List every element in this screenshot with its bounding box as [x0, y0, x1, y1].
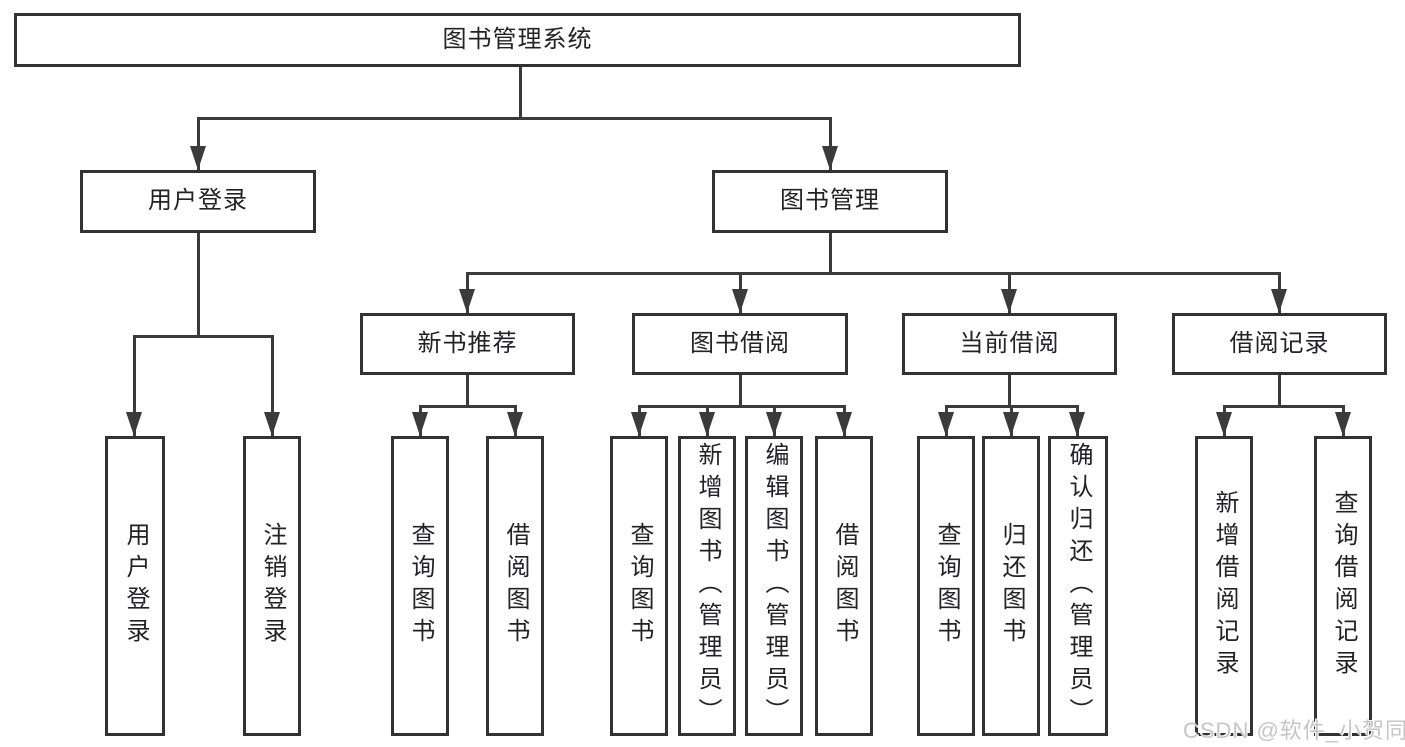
connector-line — [518, 67, 522, 118]
arrowhead-down-icon — [1335, 412, 1351, 436]
connector-line — [738, 375, 742, 406]
connector-line — [196, 116, 832, 120]
node-label-leaf-borrow-books-rec: 借阅图书 — [502, 522, 529, 650]
connector-line — [1222, 404, 1345, 408]
arrowhead-down-icon — [822, 146, 838, 170]
node-label-leaf-query-books-rec: 查询图书 — [407, 522, 434, 650]
node-label-user-login: 用户登录 — [148, 187, 248, 215]
arrowhead-down-icon — [766, 412, 782, 436]
arrowhead-down-icon — [732, 289, 748, 313]
node-current-borrowing: 当前借阅 — [902, 313, 1117, 375]
node-label-leaf-borrow-books-bor: 借阅图书 — [831, 522, 858, 650]
node-label-leaf-user-login: 用户登录 — [122, 522, 149, 650]
node-leaf-query-books-rec: 查询图书 — [391, 436, 449, 736]
connector-line — [828, 118, 832, 170]
node-borrow-records: 借阅记录 — [1172, 313, 1387, 375]
connector-line — [418, 404, 517, 408]
arrowhead-down-icon — [938, 412, 954, 436]
node-book-borrowing: 图书借阅 — [632, 313, 848, 375]
node-leaf-borrow-books-bor: 借阅图书 — [815, 436, 873, 736]
connector-line — [1007, 375, 1011, 406]
arrowhead-down-icon — [1069, 412, 1085, 436]
connector-line — [828, 233, 832, 273]
node-label-book-borrowing: 图书借阅 — [690, 329, 790, 357]
node-label-leaf-edit-books-admin: 编辑图书（管理员） — [761, 442, 788, 730]
node-root: 图书管理系统 — [14, 13, 1021, 67]
node-label-book-management: 图书管理 — [780, 187, 880, 215]
node-label-current-borrowing: 当前借阅 — [959, 329, 1060, 357]
node-leaf-borrow-books-rec: 借阅图书 — [486, 436, 544, 736]
connector-line — [196, 118, 200, 170]
node-label-leaf-return-books: 归还图书 — [998, 522, 1025, 650]
node-label-new-book-recommend: 新书推荐 — [417, 329, 518, 357]
node-leaf-query-books-cur: 查询图书 — [917, 436, 975, 736]
connector-line — [132, 334, 274, 338]
arrowhead-down-icon — [459, 289, 475, 313]
arrowhead-down-icon — [264, 412, 280, 436]
arrowhead-down-icon — [631, 412, 647, 436]
node-leaf-query-borrow-rec: 查询借阅记录 — [1314, 436, 1372, 736]
arrowhead-down-icon — [1003, 412, 1019, 436]
connector-line — [465, 375, 469, 406]
node-label-leaf-query-books-bor: 查询图书 — [626, 522, 653, 650]
connector-line — [465, 271, 1281, 275]
arrowhead-down-icon — [126, 412, 142, 436]
node-label-leaf-logout: 注销登录 — [259, 522, 286, 650]
connector-line — [196, 233, 200, 336]
node-leaf-return-books: 归还图书 — [982, 436, 1040, 736]
node-book-management: 图书管理 — [712, 170, 948, 233]
node-label-leaf-add-books-admin: 新增图书（管理员） — [694, 442, 721, 730]
node-leaf-user-login: 用户登录 — [105, 436, 165, 736]
connector-line — [637, 404, 846, 408]
node-label-root: 图书管理系统 — [442, 25, 593, 53]
node-leaf-query-books-bor: 查询图书 — [610, 436, 668, 736]
node-label-leaf-confirm-return: 确认归还（管理员） — [1065, 442, 1092, 730]
arrowhead-down-icon — [507, 412, 523, 436]
node-leaf-confirm-return: 确认归还（管理员） — [1048, 436, 1108, 736]
connector-line — [132, 336, 136, 436]
connector-line — [1277, 375, 1281, 406]
node-user-login: 用户登录 — [80, 170, 316, 233]
node-new-book-recommend: 新书推荐 — [360, 313, 575, 375]
arrowhead-down-icon — [1216, 412, 1232, 436]
node-leaf-add-borrow-rec: 新增借阅记录 — [1195, 436, 1253, 736]
connector-line — [270, 336, 274, 436]
arrowhead-down-icon — [1001, 289, 1017, 313]
node-leaf-edit-books-admin: 编辑图书（管理员） — [745, 436, 803, 736]
csdn-watermark: CSDN @软件_小贺同学 — [1183, 718, 1405, 743]
node-leaf-add-books-admin: 新增图书（管理员） — [678, 436, 736, 736]
arrowhead-down-icon — [699, 412, 715, 436]
arrowhead-down-icon — [190, 146, 206, 170]
node-leaf-logout: 注销登录 — [243, 436, 301, 736]
arrowhead-down-icon — [1271, 289, 1287, 313]
node-label-leaf-query-borrow-rec: 查询借阅记录 — [1330, 490, 1357, 682]
node-label-leaf-query-books-cur: 查询图书 — [933, 522, 960, 650]
arrowhead-down-icon — [836, 412, 852, 436]
arrowhead-down-icon — [412, 412, 428, 436]
node-label-borrow-records: 借阅记录 — [1229, 329, 1330, 357]
node-label-leaf-add-borrow-rec: 新增借阅记录 — [1211, 490, 1238, 682]
